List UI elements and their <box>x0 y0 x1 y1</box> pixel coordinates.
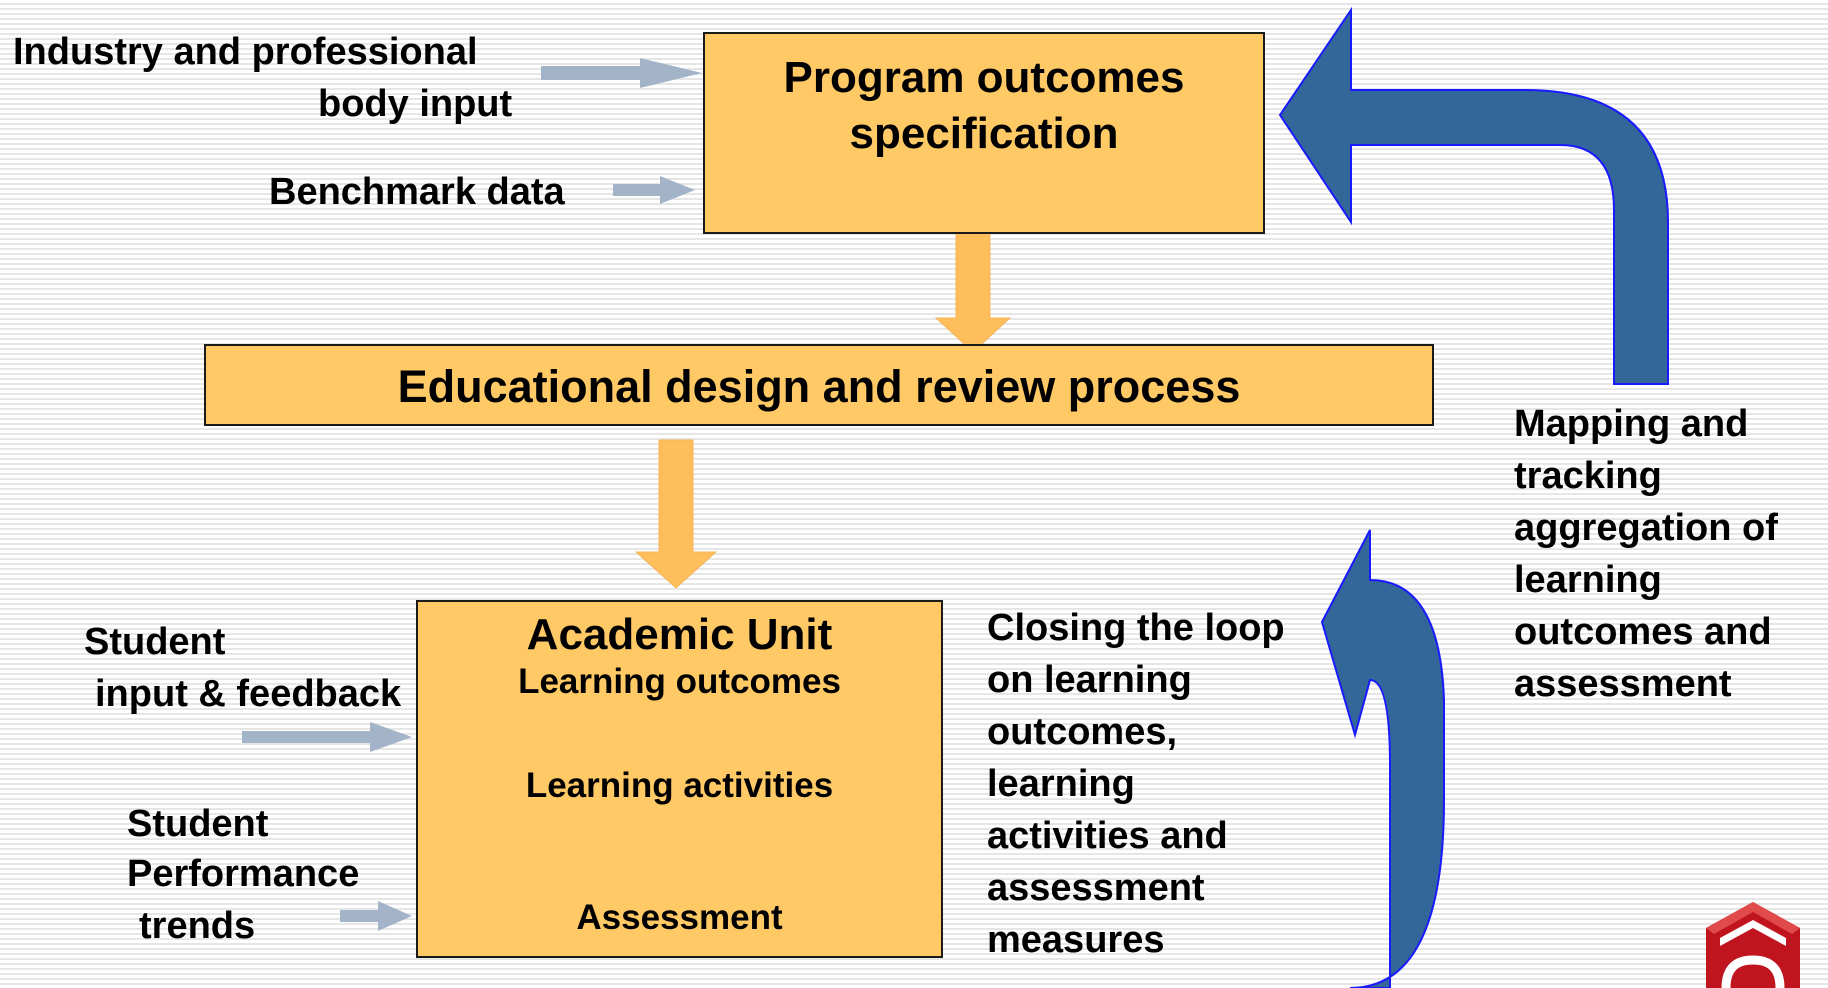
performance-trends-line2: Performance <box>127 853 360 895</box>
educational-design-label: Educational design and review process <box>397 361 1241 412</box>
learning-activities-label: Learning activities <box>525 766 834 805</box>
program-to-design-arrow <box>934 214 1012 353</box>
academic-unit-box: Academic Unit Learning outcomes Learning… <box>416 600 943 958</box>
benchmark-input-label: Benchmark data <box>269 171 565 213</box>
mapping-line: Mapping and <box>1514 403 1749 445</box>
assessment-label: Assessment <box>576 898 783 937</box>
industry-input-line1: Industry and professional <box>13 31 478 73</box>
student-input-arrow <box>242 722 412 752</box>
closing-loop-line: outcomes, <box>987 711 1178 753</box>
educational-design-box: Educational design and review process <box>204 344 1434 426</box>
program-outcomes-line1: Program outcomes <box>783 53 1185 102</box>
mapping-line: outcomes and <box>1514 611 1772 653</box>
mapping-tracking-text: Mapping and tracking aggregation of lear… <box>1514 398 1778 710</box>
benchmark-input-arrow <box>613 176 695 204</box>
performance-input-arrow <box>340 901 412 931</box>
design-to-unit-arrow <box>634 439 718 589</box>
mapping-line: tracking <box>1514 455 1662 497</box>
mapping-feedback-arrow <box>1278 6 1669 385</box>
industry-input-line2: body input <box>318 83 513 125</box>
performance-trends-line3: trends <box>139 905 256 947</box>
industry-input-arrow <box>541 58 702 88</box>
hexagon-logo-icon <box>1698 898 1808 988</box>
learning-outcomes-label: Learning outcomes <box>518 662 841 701</box>
program-outcomes-box: Program outcomes specification <box>703 32 1265 234</box>
mapping-line: aggregation of <box>1514 507 1778 549</box>
closing-loop-line: measures <box>987 919 1165 961</box>
mapping-line: learning <box>1514 559 1662 601</box>
academic-unit-title: Academic Unit <box>526 610 833 659</box>
closing-loop-line: assessment <box>987 867 1205 909</box>
closing-loop-line: on learning <box>987 659 1192 701</box>
student-input-line1: Student <box>84 621 226 663</box>
closing-loop-text: Closing the loop on learning outcomes, l… <box>987 602 1285 966</box>
mapping-line: assessment <box>1514 663 1732 705</box>
closing-loop-line: activities and <box>987 815 1228 857</box>
closing-loop-line: learning <box>987 763 1135 805</box>
closing-loop-line: Closing the loop <box>987 607 1285 649</box>
performance-trends-line1: Student <box>127 803 269 845</box>
program-outcomes-line2: specification <box>849 109 1119 158</box>
closing-loop-arrow <box>1320 529 1445 988</box>
student-input-line2: input & feedback <box>95 673 402 715</box>
